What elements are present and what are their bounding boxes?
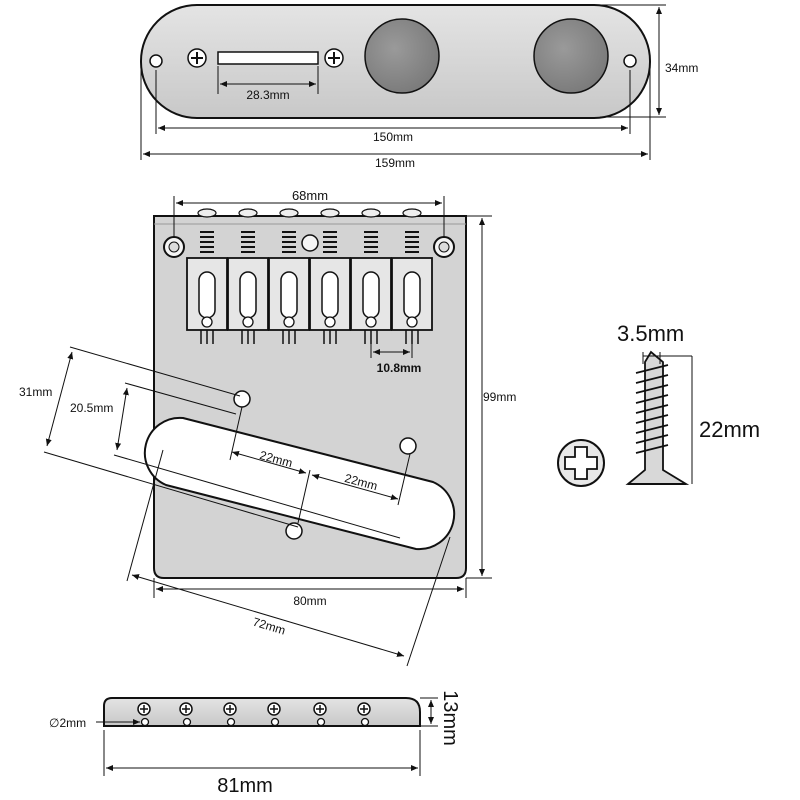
saddle-bar-holes bbox=[140, 717, 370, 727]
plate-height-label: 34mm bbox=[665, 61, 698, 75]
pickup-hole-2 bbox=[399, 437, 417, 455]
screw: 3.5mm 22mm bbox=[557, 321, 760, 487]
bridge-height-label: 99mm bbox=[483, 390, 516, 404]
bridge-width-dimension: 80mm bbox=[153, 578, 467, 608]
saddle-spacing-label: 10.8mm bbox=[377, 361, 422, 375]
intonation-screw-heads bbox=[197, 208, 422, 218]
diagonal-label: 72mm bbox=[251, 615, 287, 638]
saddle-bar-height-label: 13mm bbox=[439, 690, 461, 746]
saddle-bar-width-dimension: 81mm bbox=[103, 730, 421, 797]
slot-dimension: 28.3mm bbox=[217, 66, 319, 102]
saddle-spacing-dimension: 10.8mm bbox=[370, 330, 422, 375]
bridge-center-hole bbox=[301, 234, 319, 252]
saddle-bar-width-label: 81mm bbox=[217, 775, 273, 797]
offset-205-label: 20.5mm bbox=[70, 401, 113, 415]
screw-head-top-icon bbox=[557, 439, 605, 487]
saddle-span-label: 68mm bbox=[292, 188, 328, 203]
saddle-bar-screw-icons bbox=[137, 702, 371, 716]
saddle-bar-hole-dimension: ∅2mm bbox=[49, 716, 140, 730]
pot-hole-tone bbox=[533, 18, 609, 94]
pickup-hole-1 bbox=[233, 390, 251, 408]
bridge-height-dimension: 99mm bbox=[466, 215, 516, 579]
saddle-6 bbox=[391, 257, 433, 344]
slot-width-label: 28.3mm bbox=[246, 88, 289, 102]
offset-31-dimension: 31mm bbox=[19, 346, 299, 528]
saddle-bar-height-dimension: 13mm bbox=[420, 690, 461, 746]
saddle-3 bbox=[268, 257, 310, 344]
screw-side-icon bbox=[625, 350, 690, 485]
pickup-cavity bbox=[143, 416, 456, 551]
saddle-bar-body bbox=[103, 697, 421, 727]
screw-head-left-icon bbox=[187, 48, 207, 68]
saddle-4 bbox=[309, 257, 351, 344]
saddle-springs bbox=[200, 231, 419, 253]
plate-height-dimension: 34mm bbox=[600, 4, 698, 118]
control-plate bbox=[140, 4, 651, 119]
screw-length-label: 22mm bbox=[699, 417, 760, 442]
inner-width-label: 150mm bbox=[373, 130, 413, 144]
plate-width-dimensions: 150mm 159mm bbox=[140, 64, 651, 170]
saddle-bar bbox=[103, 697, 421, 727]
mount-hole-left bbox=[149, 54, 163, 68]
offset-205-dimension: 20.5mm bbox=[70, 382, 401, 539]
outer-width-label: 159mm bbox=[375, 156, 415, 170]
saddle-2 bbox=[227, 257, 269, 344]
bridge-width-label: 80mm bbox=[293, 594, 326, 608]
screw-head-right-icon bbox=[324, 48, 344, 68]
saddle-1 bbox=[186, 257, 228, 344]
saddle-span-dimension: 68mm bbox=[173, 188, 445, 238]
saddle-5 bbox=[350, 257, 392, 344]
offset-31-label: 31mm bbox=[19, 385, 52, 399]
pot-hole-volume bbox=[364, 18, 440, 94]
saddles bbox=[186, 257, 433, 344]
mount-hole-right bbox=[623, 54, 637, 68]
screw-diameter-label: 3.5mm bbox=[617, 321, 684, 346]
bridge-plate bbox=[143, 208, 467, 579]
switch-slot bbox=[217, 51, 319, 65]
saddle-bar-hole-label: ∅2mm bbox=[49, 716, 86, 730]
